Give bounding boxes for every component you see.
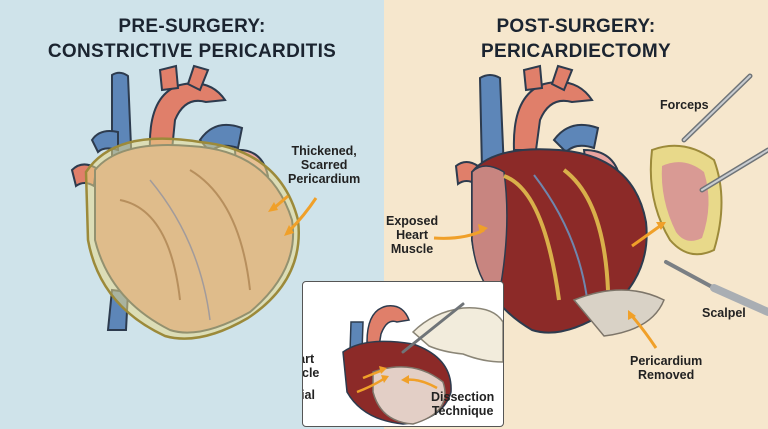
label-inset-heart-muscle: Heart Muscle (302, 352, 320, 380)
label-inset-pericardial-line1: Pericardial (302, 388, 315, 402)
label-inset-heart-line2: Muscle (302, 366, 320, 380)
label-inset-pericardial-tissue: Pericardial Tissue (302, 388, 315, 416)
label-forceps: Forceps (660, 98, 709, 112)
label-thickened-line3: Pericardium (288, 172, 361, 186)
arrow-thickened-lower (288, 197, 318, 232)
post-surgery-title: POST-SURGERY: PERICARDIECTOMY (384, 14, 768, 64)
label-exposed-line1: Exposed (386, 214, 439, 228)
pre-surgery-title-line2: CONSTRICTIVE PERICARDITIS (47, 41, 337, 62)
pre-surgery-panel: PRE-SURGERY: CONSTRICTIVE PERICARDITIS T… (0, 0, 384, 429)
label-removed-line1: Pericardium (630, 354, 703, 368)
pre-surgery-heart-illustration (70, 64, 318, 340)
gloved-hand-icon (401, 302, 503, 363)
arrow-thickened-upper (273, 194, 289, 210)
label-inset-dissection-line1: Dissection (431, 390, 495, 404)
pre-surgery-title-line1: PRE-SURGERY: (118, 16, 266, 37)
pre-surgery-title: PRE-SURGERY: CONSTRICTIVE PERICARDITIS (0, 14, 384, 64)
label-pericardium-removed: Pericardium Removed (630, 354, 702, 382)
label-exposed-heart-muscle: Exposed Heart Muscle (386, 214, 438, 256)
label-inset-heart-line1: Heart (303, 352, 315, 366)
label-removed-line2: Removed (637, 368, 695, 382)
scalpel-icon (664, 260, 768, 316)
label-thickened-line1: Thickened, (291, 144, 357, 158)
post-surgery-title-line2: PERICARDIECTOMY (481, 41, 671, 62)
inset-illustration (342, 302, 503, 425)
label-thickened-line2: Scarred (300, 158, 348, 172)
dissection-inset: Heart Muscle Pericardial Tissue Dissecti… (302, 281, 504, 427)
label-inset-pericardial-line2: Tissue (303, 402, 315, 416)
forceps-icon (681, 73, 768, 193)
label-exposed-line2: Heart (396, 228, 429, 242)
post-surgery-title-line1: POST-SURGERY: (496, 16, 656, 37)
label-inset-dissection-line2: Technique (431, 404, 494, 418)
label-exposed-line3: Muscle (390, 242, 434, 256)
label-scalpel: Scalpel (702, 306, 746, 320)
post-surgery-heart-illustration (433, 64, 768, 349)
label-inset-dissection-technique: Dissection Technique (431, 390, 494, 418)
label-thickened-pericardium: Thickened, Scarred Pericardium (288, 144, 360, 186)
